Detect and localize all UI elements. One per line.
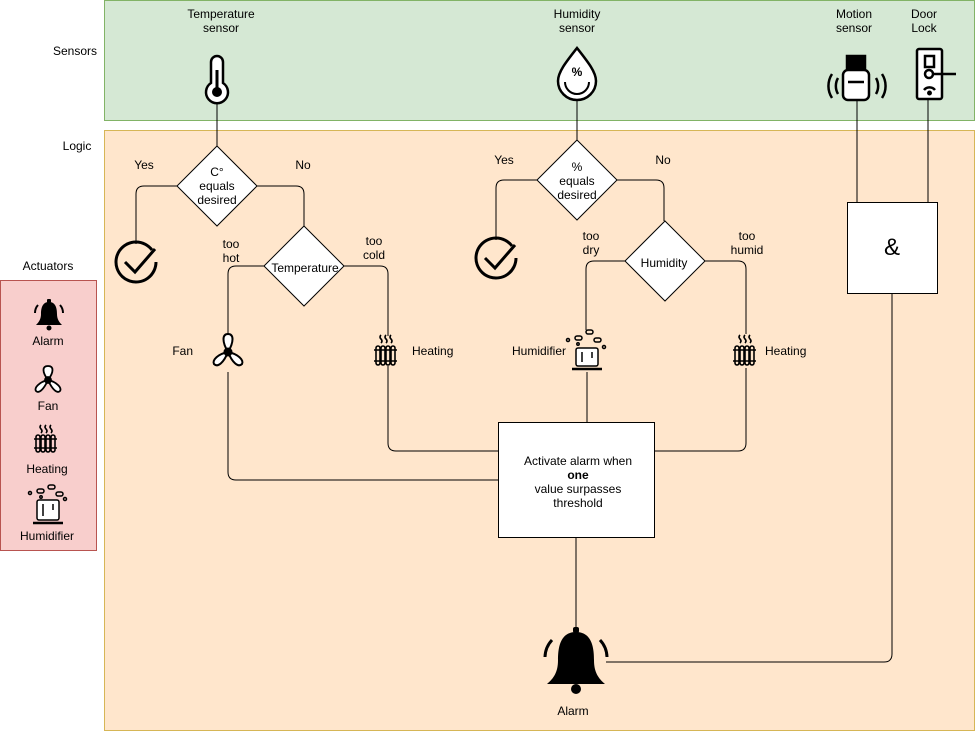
connectors: [135, 100, 929, 663]
temp-no-label: No: [295, 158, 311, 172]
lane-label-sensors: Sensors: [52, 44, 98, 58]
humidity-drop-icon: %: [556, 45, 598, 102]
legend-fan-label: Fan: [37, 399, 59, 413]
bell-icon: [33, 299, 65, 331]
alarm-output-label: Alarm: [557, 704, 589, 718]
checkmark-icon: [474, 236, 518, 280]
and-gate-box: [847, 202, 938, 294]
checkmark-icon: [114, 240, 158, 284]
heating-label-temp: Heating: [412, 344, 454, 358]
thermometer-icon: [204, 54, 230, 105]
temperature-diamond: [263, 225, 345, 307]
legend-humidifier-label: Humidifier: [19, 529, 75, 543]
actuators-lane: [0, 280, 97, 551]
fan-label: Fan: [172, 344, 193, 358]
heating-label-humidity: Heating: [765, 344, 807, 358]
humidity-yes-label: Yes: [494, 153, 514, 167]
humidity-node-text: Humidity: [640, 256, 688, 270]
radiator-icon: [34, 424, 57, 453]
radiator-icon: [733, 334, 756, 366]
fan-icon: [34, 365, 62, 393]
alarm-logic-box: [498, 422, 655, 538]
humidifier-icon: [565, 329, 607, 371]
alarm-logic-text: Activate alarm when one value surpasses …: [523, 454, 633, 510]
lane-label-logic: Logic: [62, 139, 92, 153]
humidity-diamond: [624, 220, 706, 302]
bell-icon: [543, 627, 609, 694]
sensors-lane: [104, 0, 975, 121]
temp-equals-desired-diamond: [176, 145, 258, 227]
legend-alarm-label: Alarm: [32, 334, 64, 348]
legend-heating-label: Heating: [26, 462, 68, 476]
svg-text:%: %: [572, 65, 583, 79]
humidity-no-label: No: [655, 153, 671, 167]
humidifier-label: Humidifier: [511, 344, 566, 358]
fan-icon: [212, 332, 244, 367]
temperature-node-text: Temperature: [271, 261, 339, 275]
motion-sensor-icon: [827, 54, 887, 102]
radiator-icon: [374, 334, 397, 366]
temp-yes-label: Yes: [134, 158, 154, 172]
lane-label-actuators: Actuators: [22, 259, 74, 273]
and-gate-symbol: &: [883, 234, 901, 261]
humidifier-icon: [27, 484, 68, 525]
door-lock-icon: [915, 47, 956, 101]
humidity-equals-desired-diamond: [536, 139, 618, 221]
